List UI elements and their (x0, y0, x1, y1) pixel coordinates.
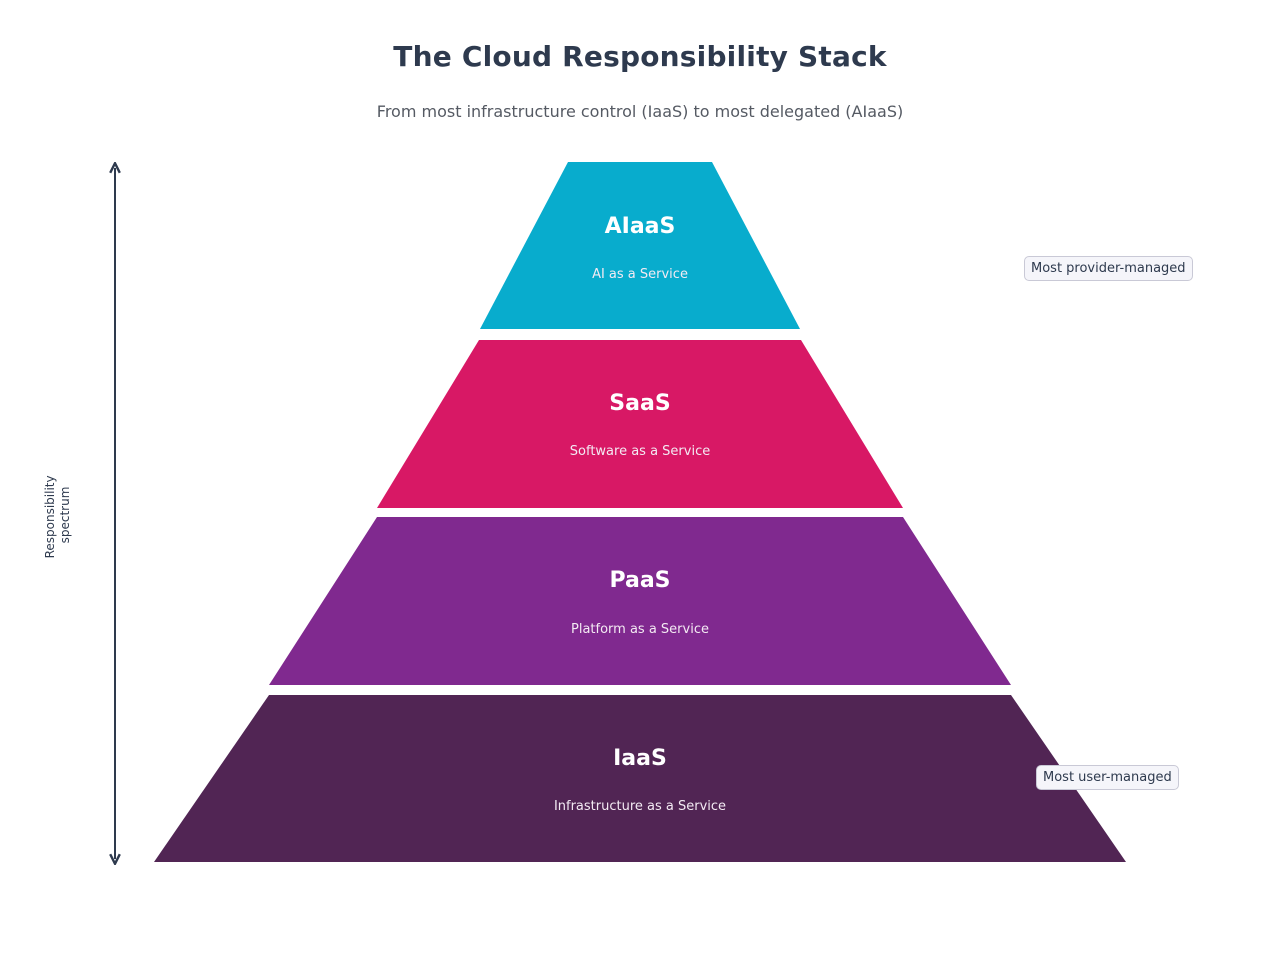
axis-label-line2: spectrum (58, 487, 72, 544)
layer-iaas-shape (154, 695, 1126, 862)
callout-most-provider-managed: Most provider-managed (1024, 256, 1193, 281)
layer-paas-description: Platform as a Service (571, 622, 709, 637)
axis-label: Responsibility spectrum (43, 472, 72, 559)
layer-iaas: IaaS Infrastructure as a Service (154, 695, 1126, 862)
layer-aiaas-name: AIaaS (605, 214, 676, 239)
layer-saas-description: Software as a Service (570, 444, 710, 459)
layer-paas-name: PaaS (609, 568, 670, 593)
layer-saas-name: SaaS (609, 391, 670, 416)
layer-iaas-description: Infrastructure as a Service (554, 799, 726, 814)
layer-paas: PaaS Platform as a Service (269, 517, 1011, 685)
layer-saas: SaaS Software as a Service (377, 340, 903, 508)
layer-iaas-name: IaaS (613, 746, 667, 771)
page-title: The Cloud Responsibility Stack (393, 40, 887, 73)
layer-paas-shape (269, 517, 1011, 685)
page-subtitle: From most infrastructure control (IaaS) … (376, 102, 904, 121)
layer-aiaas-description: AI as a Service (592, 267, 688, 282)
layer-saas-shape (377, 340, 903, 508)
callout-most-user-managed: Most user-managed (1036, 765, 1179, 790)
axis-label-line1: Responsibility (43, 475, 57, 558)
layer-aiaas: AIaaS AI as a Service (480, 162, 800, 329)
layer-aiaas-shape (480, 162, 800, 329)
